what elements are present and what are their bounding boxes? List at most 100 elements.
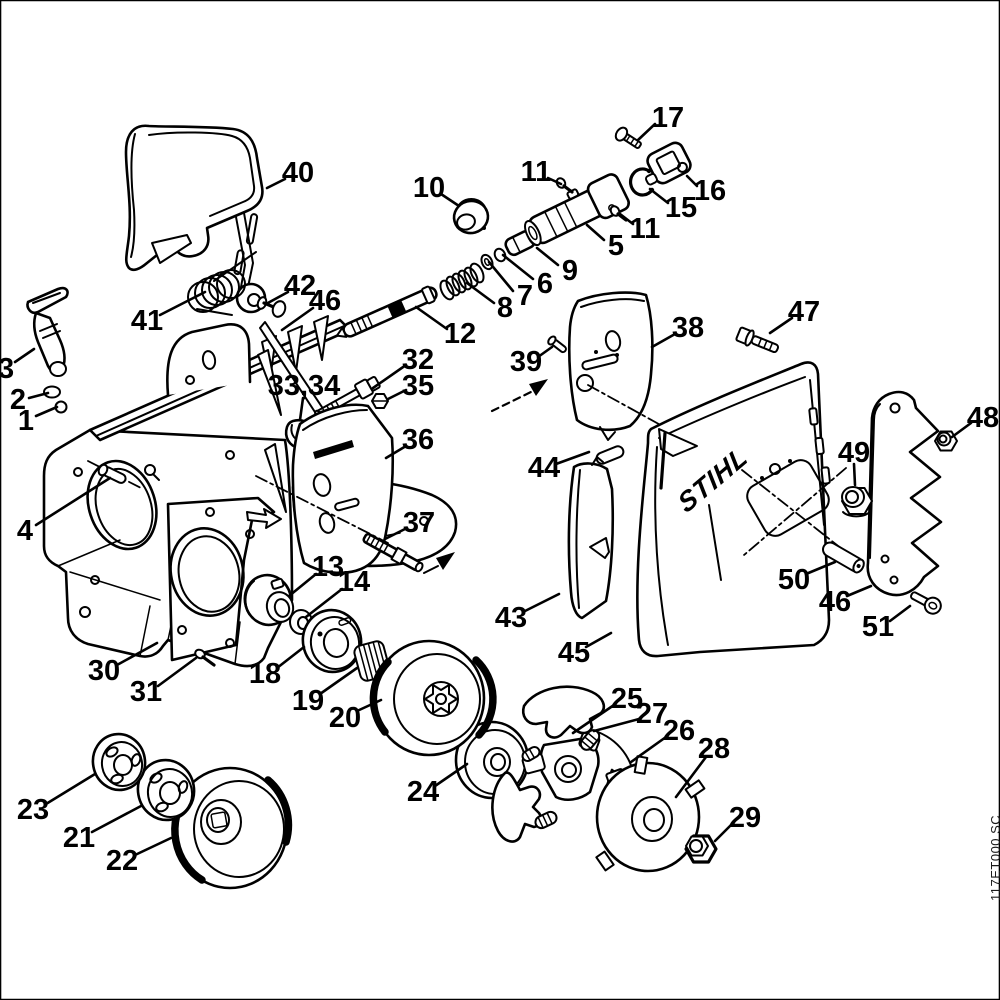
part-number-23[interactable]: 23 bbox=[17, 794, 49, 826]
part-number-11[interactable]: 11 bbox=[521, 156, 552, 188]
leader-line-3 bbox=[13, 347, 36, 364]
leader-line-43 bbox=[521, 592, 561, 614]
part-number-8[interactable]: 8 bbox=[497, 292, 513, 324]
leader-line-9 bbox=[535, 246, 560, 267]
part-number-2[interactable]: 2 bbox=[10, 384, 26, 416]
part-number-22[interactable]: 22 bbox=[106, 845, 138, 877]
part-number-38[interactable]: 38 bbox=[672, 312, 704, 344]
leader-line-39 bbox=[536, 345, 554, 359]
leader-line-48 bbox=[950, 421, 973, 439]
pump-washer-7 bbox=[480, 253, 494, 271]
leader-line-2 bbox=[27, 391, 50, 400]
part-number-4[interactable]: 4 bbox=[17, 515, 33, 547]
bushing-10 bbox=[452, 198, 490, 235]
part-number-11[interactable]: 11 bbox=[630, 213, 661, 245]
leader-line-5 bbox=[585, 223, 606, 242]
leader-line-46 bbox=[845, 584, 873, 598]
part-number-49[interactable]: 49 bbox=[838, 437, 870, 469]
part-number-36[interactable]: 36 bbox=[402, 424, 434, 456]
clutch-cover-45: STIHL bbox=[636, 361, 848, 658]
part-number-45[interactable]: 45 bbox=[558, 637, 590, 669]
part-number-43[interactable]: 43 bbox=[495, 602, 527, 634]
part-number-47[interactable]: 47 bbox=[788, 296, 820, 328]
leader-line-51 bbox=[888, 604, 912, 623]
part-number-14[interactable]: 14 bbox=[338, 566, 370, 598]
part-number-18[interactable]: 18 bbox=[249, 658, 281, 690]
part-number-35[interactable]: 35 bbox=[402, 370, 434, 402]
leader-line-42 bbox=[264, 290, 290, 306]
part-number-15[interactable]: 15 bbox=[665, 192, 697, 224]
hub-sleeve-13 bbox=[243, 573, 295, 627]
leader-line-21 bbox=[90, 804, 143, 834]
spiked-bumper-46 bbox=[866, 390, 943, 597]
part-number-1[interactable]: 1 bbox=[18, 405, 34, 437]
part-number-28[interactable]: 28 bbox=[698, 733, 730, 765]
part-number-27[interactable]: 27 bbox=[636, 698, 668, 730]
part-number-29[interactable]: 29 bbox=[729, 802, 761, 834]
part-number-16[interactable]: 16 bbox=[694, 175, 726, 207]
leader-line-24 bbox=[433, 762, 469, 788]
leader-line-25 bbox=[571, 703, 616, 735]
part-number-6[interactable]: 6 bbox=[537, 268, 553, 300]
shield-plate-36 bbox=[291, 403, 395, 575]
rim-sprocket-21 bbox=[136, 758, 196, 822]
part-number-5[interactable]: 5 bbox=[608, 230, 624, 262]
part-number-42[interactable]: 42 bbox=[284, 270, 316, 302]
part-number-41[interactable]: 41 bbox=[131, 305, 163, 337]
part-number-30[interactable]: 30 bbox=[88, 655, 120, 687]
part-number-37[interactable]: 37 bbox=[403, 507, 435, 539]
part-number-7[interactable]: 7 bbox=[517, 280, 533, 312]
part-number-48[interactable]: 48 bbox=[967, 402, 999, 434]
leader-line-7 bbox=[487, 260, 515, 293]
leader-line-12 bbox=[414, 305, 449, 331]
leader-line-6 bbox=[501, 253, 535, 281]
side-plate-38 bbox=[567, 291, 654, 441]
centerline-b bbox=[587, 384, 667, 429]
part-number-17[interactable]: 17 bbox=[652, 102, 684, 134]
leader-line-1 bbox=[34, 405, 59, 418]
leader-line-17 bbox=[636, 122, 657, 142]
elbow-connector-16 bbox=[644, 141, 692, 186]
clutch-spring-27c bbox=[521, 746, 541, 762]
part-number-13[interactable]: 13 bbox=[312, 551, 344, 583]
clutch-spring-27b bbox=[534, 810, 558, 830]
leader-line-44 bbox=[554, 450, 591, 466]
part-number-12[interactable]: 12 bbox=[444, 318, 476, 350]
leader-line-11 bbox=[618, 212, 635, 226]
part-number-44[interactable]: 44 bbox=[528, 452, 560, 484]
part-number-24[interactable]: 24 bbox=[407, 776, 439, 808]
part-number-33,34[interactable]: 33,34 bbox=[268, 370, 341, 402]
part-number-50[interactable]: 50 bbox=[778, 564, 810, 596]
leader-line-13 bbox=[287, 572, 318, 598]
part-number-25[interactable]: 25 bbox=[611, 683, 643, 715]
leader-line-15 bbox=[648, 187, 670, 205]
part-number-3[interactable]: 3 bbox=[0, 353, 14, 385]
part-number-39[interactable]: 39 bbox=[510, 346, 542, 378]
part-number-9[interactable]: 9 bbox=[562, 255, 578, 287]
clutch-spring-27a bbox=[579, 729, 601, 751]
part-number-10[interactable]: 10 bbox=[413, 172, 445, 204]
part-number-40[interactable]: 40 bbox=[282, 157, 314, 189]
pin-50 bbox=[822, 541, 865, 574]
assembly-arrow-right bbox=[423, 552, 455, 574]
oil-cap-3 bbox=[26, 286, 69, 377]
part-number-31[interactable]: 31 bbox=[130, 676, 162, 708]
part-number-46[interactable]: 46 bbox=[819, 586, 851, 618]
pump-screw-17 bbox=[614, 126, 642, 149]
part-number-20[interactable]: 20 bbox=[329, 702, 361, 734]
part-number-46[interactable]: 46 bbox=[309, 285, 341, 317]
part-number-32[interactable]: 32 bbox=[402, 344, 434, 376]
leader-line-18 bbox=[275, 645, 306, 670]
leader-line-30 bbox=[115, 641, 159, 667]
brake-spring-41 bbox=[187, 251, 257, 316]
leader-line-10 bbox=[439, 192, 461, 208]
part-number-51[interactable]: 51 bbox=[862, 611, 894, 643]
part-number-21[interactable]: 21 bbox=[63, 822, 95, 854]
cover-screw-47 bbox=[735, 326, 779, 354]
plate-screw-31 bbox=[194, 648, 216, 667]
leader-line-28 bbox=[674, 755, 708, 799]
leader-line-26 bbox=[629, 735, 668, 764]
part-number-19[interactable]: 19 bbox=[292, 685, 324, 717]
part-number-26[interactable]: 26 bbox=[663, 715, 695, 747]
